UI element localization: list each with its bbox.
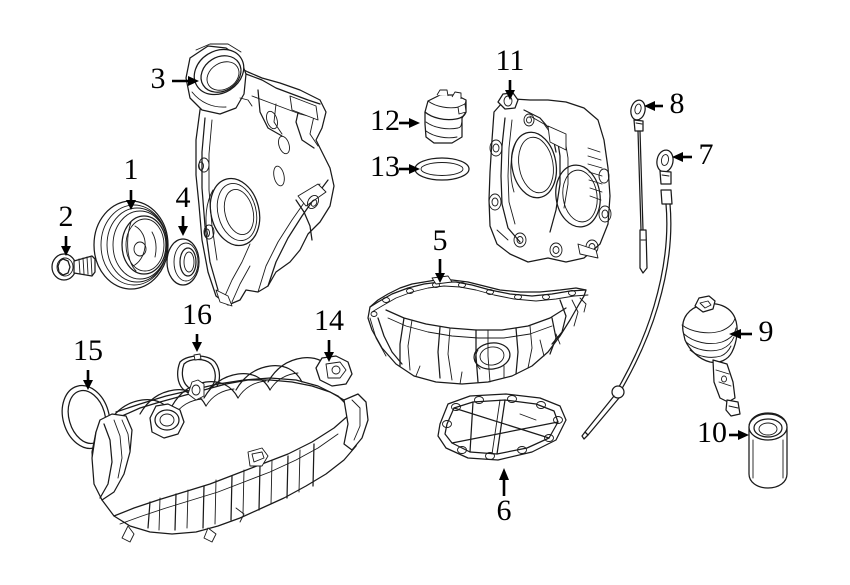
callout-5: 5 (433, 224, 448, 283)
callout-label-7: 7 (699, 138, 714, 171)
callout-15: 15 (73, 334, 103, 390)
arrowhead-13 (409, 164, 420, 174)
callout-11: 11 (496, 44, 525, 100)
callout-label-14: 14 (314, 304, 344, 337)
callout-label-10: 10 (697, 416, 727, 449)
arrowhead-10 (738, 430, 749, 440)
callout-4: 4 (176, 181, 191, 236)
part-oil-filter-housing-cap (681, 295, 741, 417)
part-oil-dipstick-long (581, 149, 674, 440)
arrowhead-6 (499, 468, 509, 480)
callout-label-9: 9 (759, 315, 774, 348)
part-crankshaft-pulley-bolt (51, 253, 96, 281)
part-oil-filler-cap-oring (414, 157, 470, 181)
arrowhead-5 (435, 273, 445, 283)
part-crankshaft-seal-ring (166, 238, 200, 286)
part-oil-pan-baffle-plate (437, 393, 567, 461)
callout-16: 16 (182, 298, 212, 352)
callout-label-1: 1 (124, 153, 139, 186)
callout-label-2: 2 (59, 200, 74, 233)
callout-14: 14 (314, 304, 344, 362)
part-timing-cover (185, 43, 335, 307)
part-intake-manifold (91, 355, 369, 543)
arrowhead-3 (188, 76, 199, 86)
arrowhead-1 (126, 200, 136, 210)
callout-label-16: 16 (182, 298, 212, 331)
callout-1: 1 (124, 153, 139, 210)
callout-8: 8 (644, 87, 685, 120)
arrowhead-11 (505, 90, 515, 100)
part-oil-filter-element (748, 412, 788, 489)
arrowhead-7 (672, 152, 683, 162)
arrowhead-16 (192, 342, 202, 352)
callout-label-8: 8 (670, 87, 685, 120)
arrowhead-9 (729, 329, 741, 339)
part-oil-dipstick-short (630, 99, 648, 274)
part-rear-engine-cover (488, 92, 612, 263)
callout-9: 9 (729, 315, 774, 348)
arrowhead-12 (409, 118, 420, 128)
callout-label-4: 4 (176, 181, 191, 214)
part-crankshaft-pulley (93, 200, 169, 290)
callout-3: 3 (151, 62, 199, 95)
callout-6: 6 (497, 468, 512, 527)
callout-7: 7 (672, 138, 714, 171)
callout-label-3: 3 (151, 62, 166, 95)
part-oil-filler-cap (424, 89, 467, 144)
callout-label-11: 11 (496, 44, 525, 77)
arrowhead-15 (83, 380, 93, 390)
callout-label-6: 6 (497, 494, 512, 527)
callout-12: 12 (370, 104, 420, 137)
arrowhead-14 (324, 352, 334, 362)
callout-label-12: 12 (370, 104, 400, 137)
callout-label-13: 13 (370, 150, 400, 183)
callout-10: 10 (697, 416, 749, 449)
arrowhead-8 (644, 101, 655, 111)
callout-13: 13 (370, 150, 420, 183)
callout-2: 2 (59, 200, 74, 256)
arrowhead-4 (178, 226, 188, 236)
arrowhead-2 (61, 246, 71, 256)
part-oil-pan (367, 275, 589, 385)
callout-label-15: 15 (73, 334, 103, 367)
callout-label-5: 5 (433, 224, 448, 257)
